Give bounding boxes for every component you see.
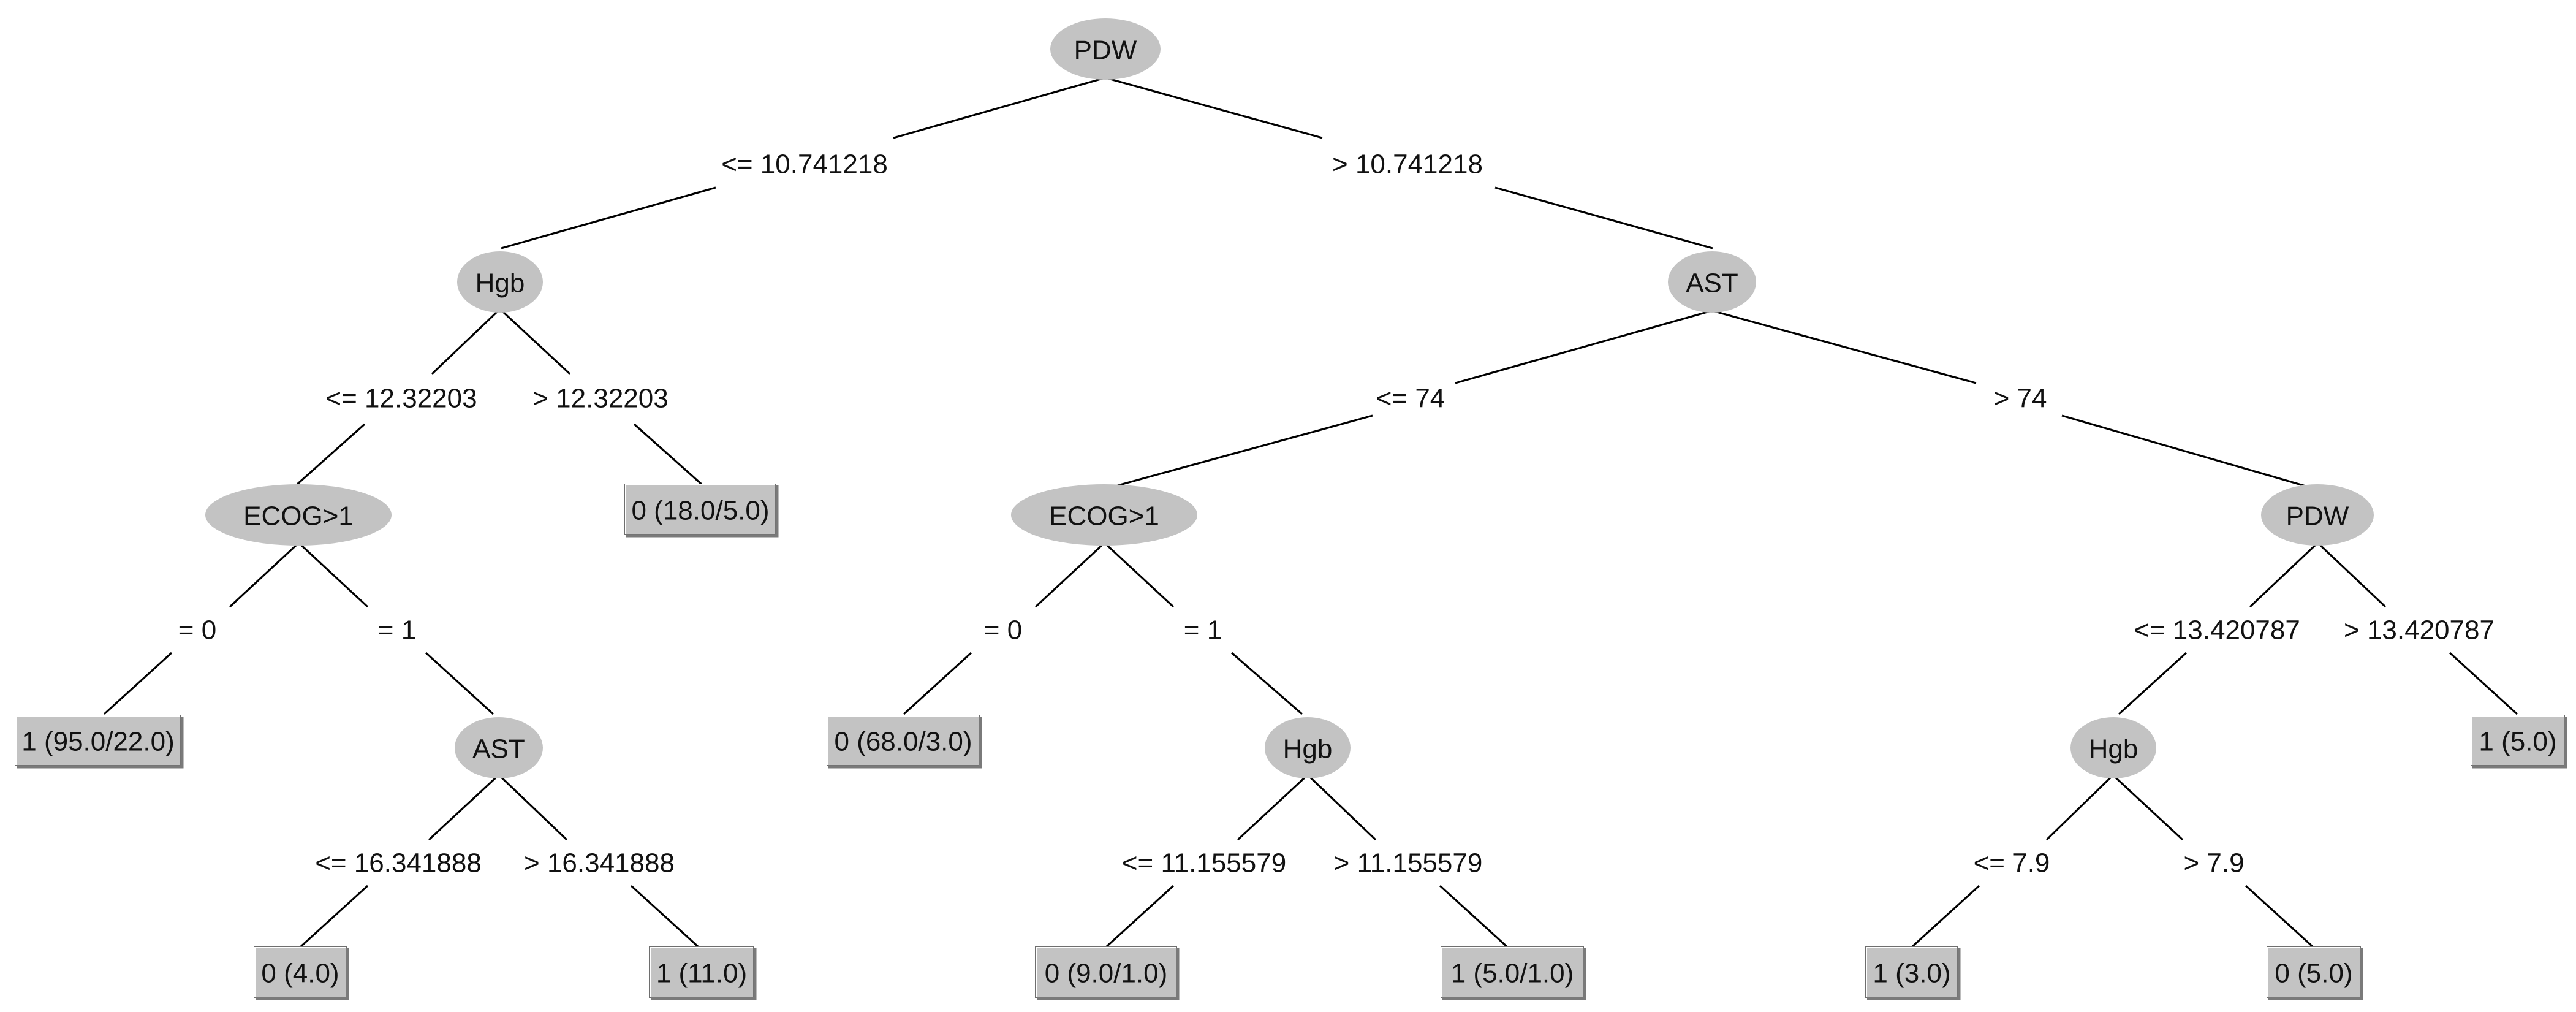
edge-line (1237, 776, 1306, 841)
edge-line (2249, 543, 2317, 608)
leaf-label: 1 (5.0) (2479, 727, 2556, 757)
edge-line (1105, 543, 1175, 608)
edge-label: <= 11.155579 (1122, 848, 1286, 878)
edge-label: > 74 (1994, 384, 2047, 414)
leaf-label: 0 (9.0/1.0) (1045, 959, 1168, 989)
leaf-node: 1 (3.0) (1865, 946, 1961, 1000)
edge-label: > 16.341888 (524, 848, 675, 878)
edge-line (2245, 885, 2314, 948)
split-node-label: AST (472, 734, 525, 764)
edge-label: = 1 (378, 615, 416, 645)
edge-label: > 13.420787 (2344, 615, 2495, 645)
split-node-label: Hgb (475, 268, 525, 299)
edge-label: > 12.32203 (532, 384, 668, 414)
edge-line (630, 885, 700, 948)
split-node-label: Hgb (1283, 734, 1333, 764)
edge-line (299, 885, 369, 948)
split-node-hgb: Hgb (2070, 717, 2156, 778)
edge-line (1107, 77, 1323, 139)
edge-line (2045, 776, 2112, 841)
leaf-node: 1 (95.0/22.0) (15, 715, 184, 769)
edge-line (500, 776, 568, 841)
leaf-node: 0 (18.0/5.0) (624, 484, 779, 538)
split-node-label: ECOG>1 (1049, 501, 1159, 531)
leaf-node: 0 (9.0/1.0) (1035, 946, 1180, 1000)
edge-label: <= 10.741218 (721, 150, 888, 180)
split-node-pdw-root: PDW (1050, 18, 1161, 80)
split-node-hgb: Hgb (457, 251, 543, 313)
split-node-label: Hgb (2089, 734, 2138, 764)
edge-label: = 0 (178, 615, 216, 645)
edge-line (425, 652, 494, 715)
edge-line (103, 652, 173, 715)
leaf-node: 1 (11.0) (649, 946, 757, 1000)
edge-line (633, 423, 703, 485)
split-node-ecog: ECOG>1 (205, 484, 392, 546)
leaf-nodes: 0 (18.0/5.0) 1 (95.0/22.0) 0 (68.0/3.0) … (15, 484, 2567, 1000)
leaf-label: 0 (4.0) (261, 959, 339, 989)
edge-line (1309, 776, 1377, 841)
split-node-ast: AST (455, 717, 543, 778)
edge-label: <= 74 (1376, 384, 1445, 414)
split-nodes: PDW Hgb AST ECOG>1 ECOG>1 PDW AST Hgb (205, 18, 2374, 778)
split-node-label: PDW (1074, 36, 1137, 66)
edge-line (2114, 776, 2184, 841)
edge-line (1714, 310, 1977, 384)
edge-line (2118, 652, 2188, 715)
edge-label: <= 12.32203 (325, 384, 477, 414)
split-node-label: ECOG>1 (243, 501, 354, 531)
edge-line (428, 776, 498, 841)
leaf-label: 0 (68.0/3.0) (834, 727, 972, 757)
edge-line (903, 652, 972, 715)
leaf-label: 1 (5.0/1.0) (1451, 959, 1574, 989)
leaf-label: 0 (18.0/5.0) (631, 496, 769, 526)
split-node-pdw: PDW (2261, 484, 2374, 546)
edge-line (2449, 652, 2518, 715)
leaf-label: 1 (3.0) (1873, 959, 1950, 989)
split-node-ecog: ECOG>1 (1011, 484, 1197, 546)
leaf-node: 0 (4.0) (254, 946, 349, 1000)
edge-line (501, 310, 571, 375)
edge-line (2318, 543, 2387, 608)
edge-line (893, 77, 1104, 139)
edge-label: > 7.9 (2183, 848, 2244, 878)
edge-label: <= 7.9 (1974, 848, 2050, 878)
leaf-node: 1 (5.0) (2471, 715, 2567, 769)
edge-line (296, 423, 366, 485)
leaf-node: 0 (68.0/3.0) (827, 715, 982, 769)
edge-line (1034, 543, 1104, 608)
edge-line (299, 543, 369, 608)
edge-line (229, 543, 298, 608)
split-node-label: AST (1686, 268, 1738, 299)
edge-line (1439, 885, 1509, 948)
leaf-node: 1 (5.0/1.0) (1441, 946, 1586, 1000)
split-node-label: PDW (2286, 501, 2349, 531)
edge-label: > 10.741218 (1332, 150, 1483, 180)
edge-line (1911, 885, 1980, 948)
edge-lines (103, 77, 2518, 948)
split-node-hgb: Hgb (1265, 717, 1351, 778)
edge-line (1105, 885, 1175, 948)
edge-label: > 11.155579 (1334, 848, 1483, 878)
edge-line (431, 310, 499, 375)
edge-line (1455, 310, 1710, 384)
leaf-label: 1 (95.0/22.0) (21, 727, 175, 757)
edge-line (1494, 186, 1713, 249)
split-node-ast: AST (1668, 251, 1756, 313)
edge-line (501, 186, 716, 249)
edge-line (2061, 414, 2317, 490)
leaf-node: 0 (5.0) (2267, 946, 2363, 1000)
edge-label: = 0 (984, 615, 1022, 645)
edge-line (1230, 652, 1303, 715)
edge-label: = 1 (1184, 615, 1222, 645)
leaf-label: 0 (5.0) (2275, 959, 2352, 989)
edge-labels: <= 10.741218 > 10.741218 <= 12.32203 > 1… (178, 150, 2495, 878)
leaf-label: 1 (11.0) (656, 959, 747, 989)
edge-label: <= 13.420787 (2134, 615, 2300, 645)
edge-line (1104, 414, 1373, 490)
edge-label: <= 16.341888 (315, 848, 482, 878)
